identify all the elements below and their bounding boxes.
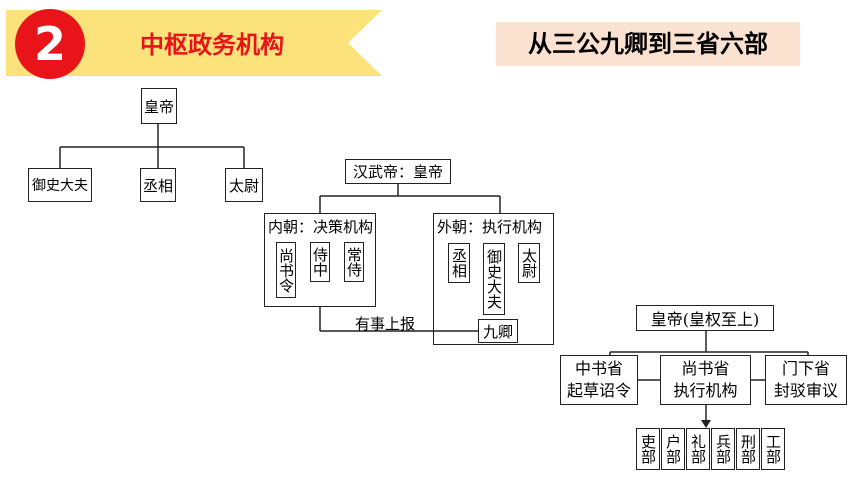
inner-court-frame xyxy=(264,213,376,307)
province-role: 执行机构 xyxy=(673,381,738,400)
ministry-war: 兵部 xyxy=(711,428,735,470)
inner-member-changshi: 常侍 xyxy=(344,242,364,282)
nine-ministers-box: 九卿 xyxy=(478,319,518,343)
province-shangshu: 尚书省 执行机构 xyxy=(660,355,751,405)
inner-court-label: 内朝：决策机构 xyxy=(268,218,374,236)
outer-member-chancellor: 丞相 xyxy=(448,243,470,283)
inner-member-shangshuling: 尚书令 xyxy=(276,242,296,298)
ministry-rites: 礼部 xyxy=(686,428,710,470)
section-number-badge: 2 xyxy=(15,9,85,79)
qin-emperor-box: 皇帝 xyxy=(141,88,177,124)
qin-official-chancellor: 丞相 xyxy=(140,168,176,202)
province-menxia: 门下省 封驳审议 xyxy=(765,355,847,405)
ministry-personnel: 吏部 xyxy=(636,428,660,470)
province-role: 起草诏令 xyxy=(566,381,631,400)
qin-official-commandant: 太尉 xyxy=(225,168,263,202)
ministry-justice: 刑部 xyxy=(736,428,760,470)
province-role: 封驳审议 xyxy=(773,381,838,400)
outer-member-commandant: 太尉 xyxy=(518,243,540,283)
outer-member-censor: 御史大夫 xyxy=(483,243,505,315)
report-label: 有事上报 xyxy=(355,315,416,333)
section-subtitle: 从三公九卿到三省六部 xyxy=(496,22,800,66)
province-name: 尚书省 xyxy=(681,359,730,378)
province-zhongshu: 中书省 起草诏令 xyxy=(560,355,638,405)
han-emperor-box: 汉武帝：皇帝 xyxy=(345,159,451,184)
tang-emperor-box: 皇帝(皇权至上) xyxy=(636,305,774,331)
province-name: 门下省 xyxy=(781,359,830,378)
inner-member-shizhong: 侍中 xyxy=(310,242,330,282)
ministry-works: 工部 xyxy=(761,428,785,470)
outer-court-frame xyxy=(433,213,554,345)
province-name: 中书省 xyxy=(574,359,623,378)
outer-court-label: 外朝：执行机构 xyxy=(437,218,543,236)
ministry-revenue: 户部 xyxy=(661,428,685,470)
qin-official-censor: 御史大夫 xyxy=(28,168,92,202)
section-title: 中枢政务机构 xyxy=(140,31,284,59)
